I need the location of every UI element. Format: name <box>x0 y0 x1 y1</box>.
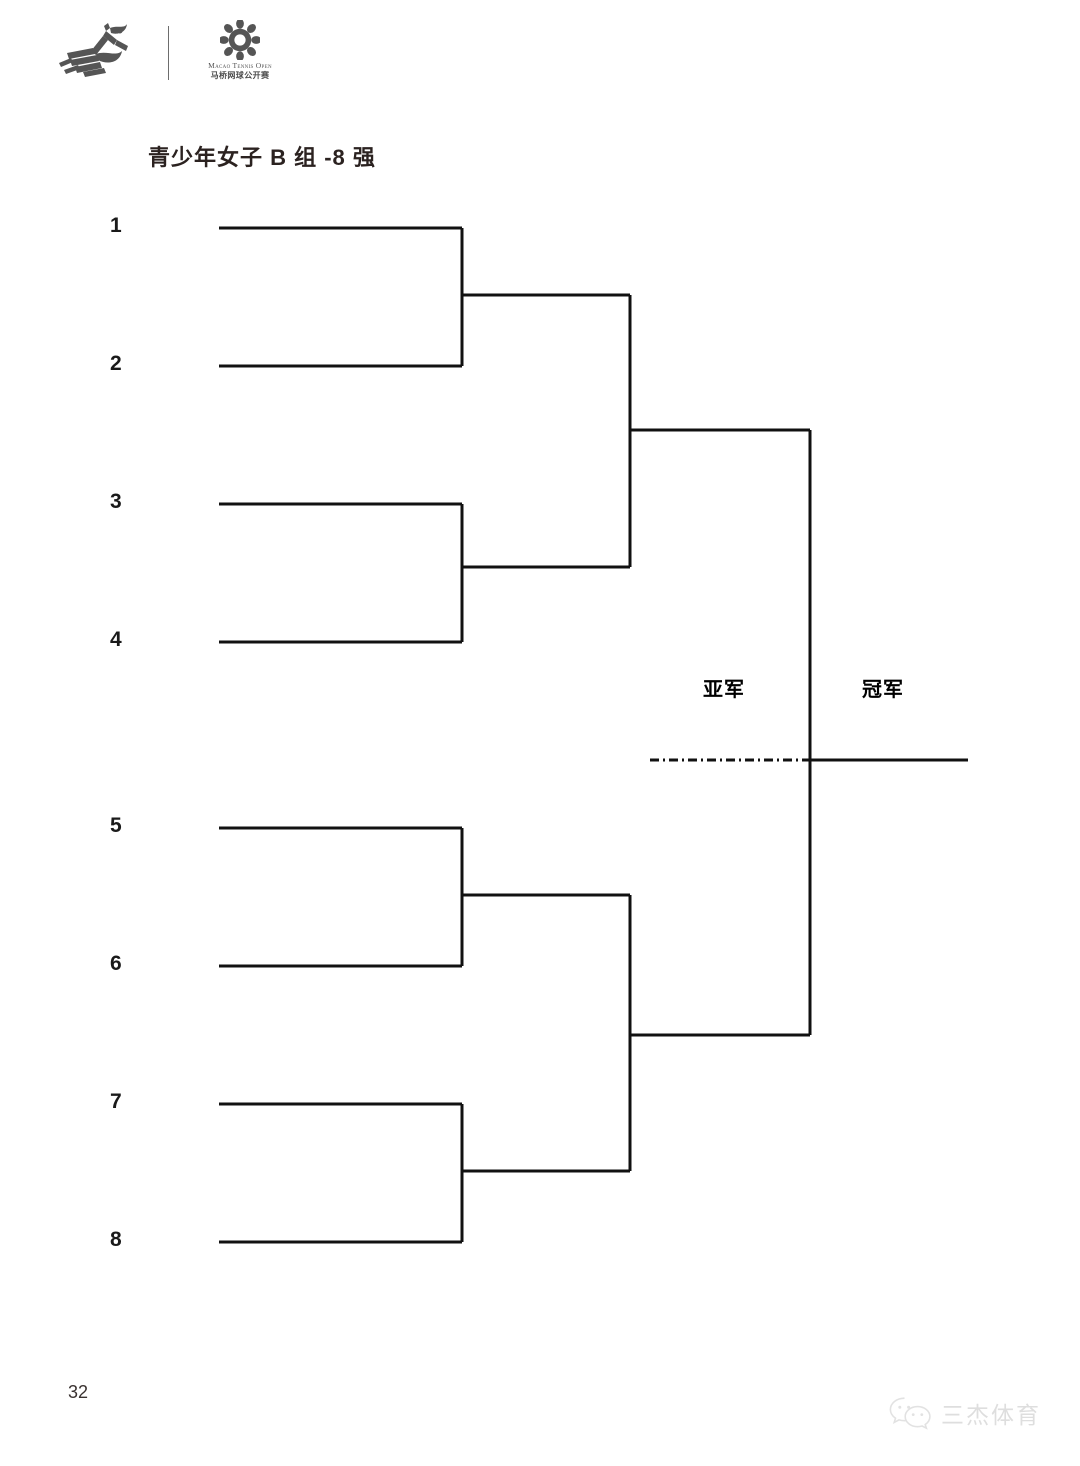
bracket-seed-3: 3 <box>110 490 122 513</box>
bracket-seed-6: 6 <box>110 952 122 975</box>
watermark: 三杰体育 <box>888 1392 1063 1434</box>
bracket-label-runner_up: 亚军 <box>703 679 745 701</box>
header-logo-group: Macao Tennis Open 马桥网球公开赛 <box>50 14 300 94</box>
tour-logo-name-en: Macao Tennis Open <box>208 61 272 70</box>
bracket-label-champion: 冠军 <box>862 679 904 701</box>
bracket-seed-1: 1 <box>110 214 122 237</box>
macao-tennis-open-mark-icon <box>59 23 128 77</box>
logo-divider <box>168 26 169 80</box>
bracket-seed-7: 7 <box>110 1090 122 1113</box>
bracket-seed-5: 5 <box>110 814 122 837</box>
page-title: 青少年女子 B 组 -8 强 <box>148 145 376 170</box>
tour-logo: Macao Tennis Open 马桥网球公开赛 <box>190 20 290 92</box>
watermark-text: 三杰体育 <box>941 1402 1041 1428</box>
lotus-emblem-icon <box>220 20 260 60</box>
bracket-seed-4: 4 <box>110 628 122 651</box>
wechat-icon <box>889 1397 931 1430</box>
bracket-seed-8: 8 <box>110 1228 122 1251</box>
page-number: 32 <box>68 1382 89 1402</box>
tour-logo-name-cn: 马桥网球公开赛 <box>210 71 270 80</box>
bracket-seed-2: 2 <box>110 352 122 375</box>
